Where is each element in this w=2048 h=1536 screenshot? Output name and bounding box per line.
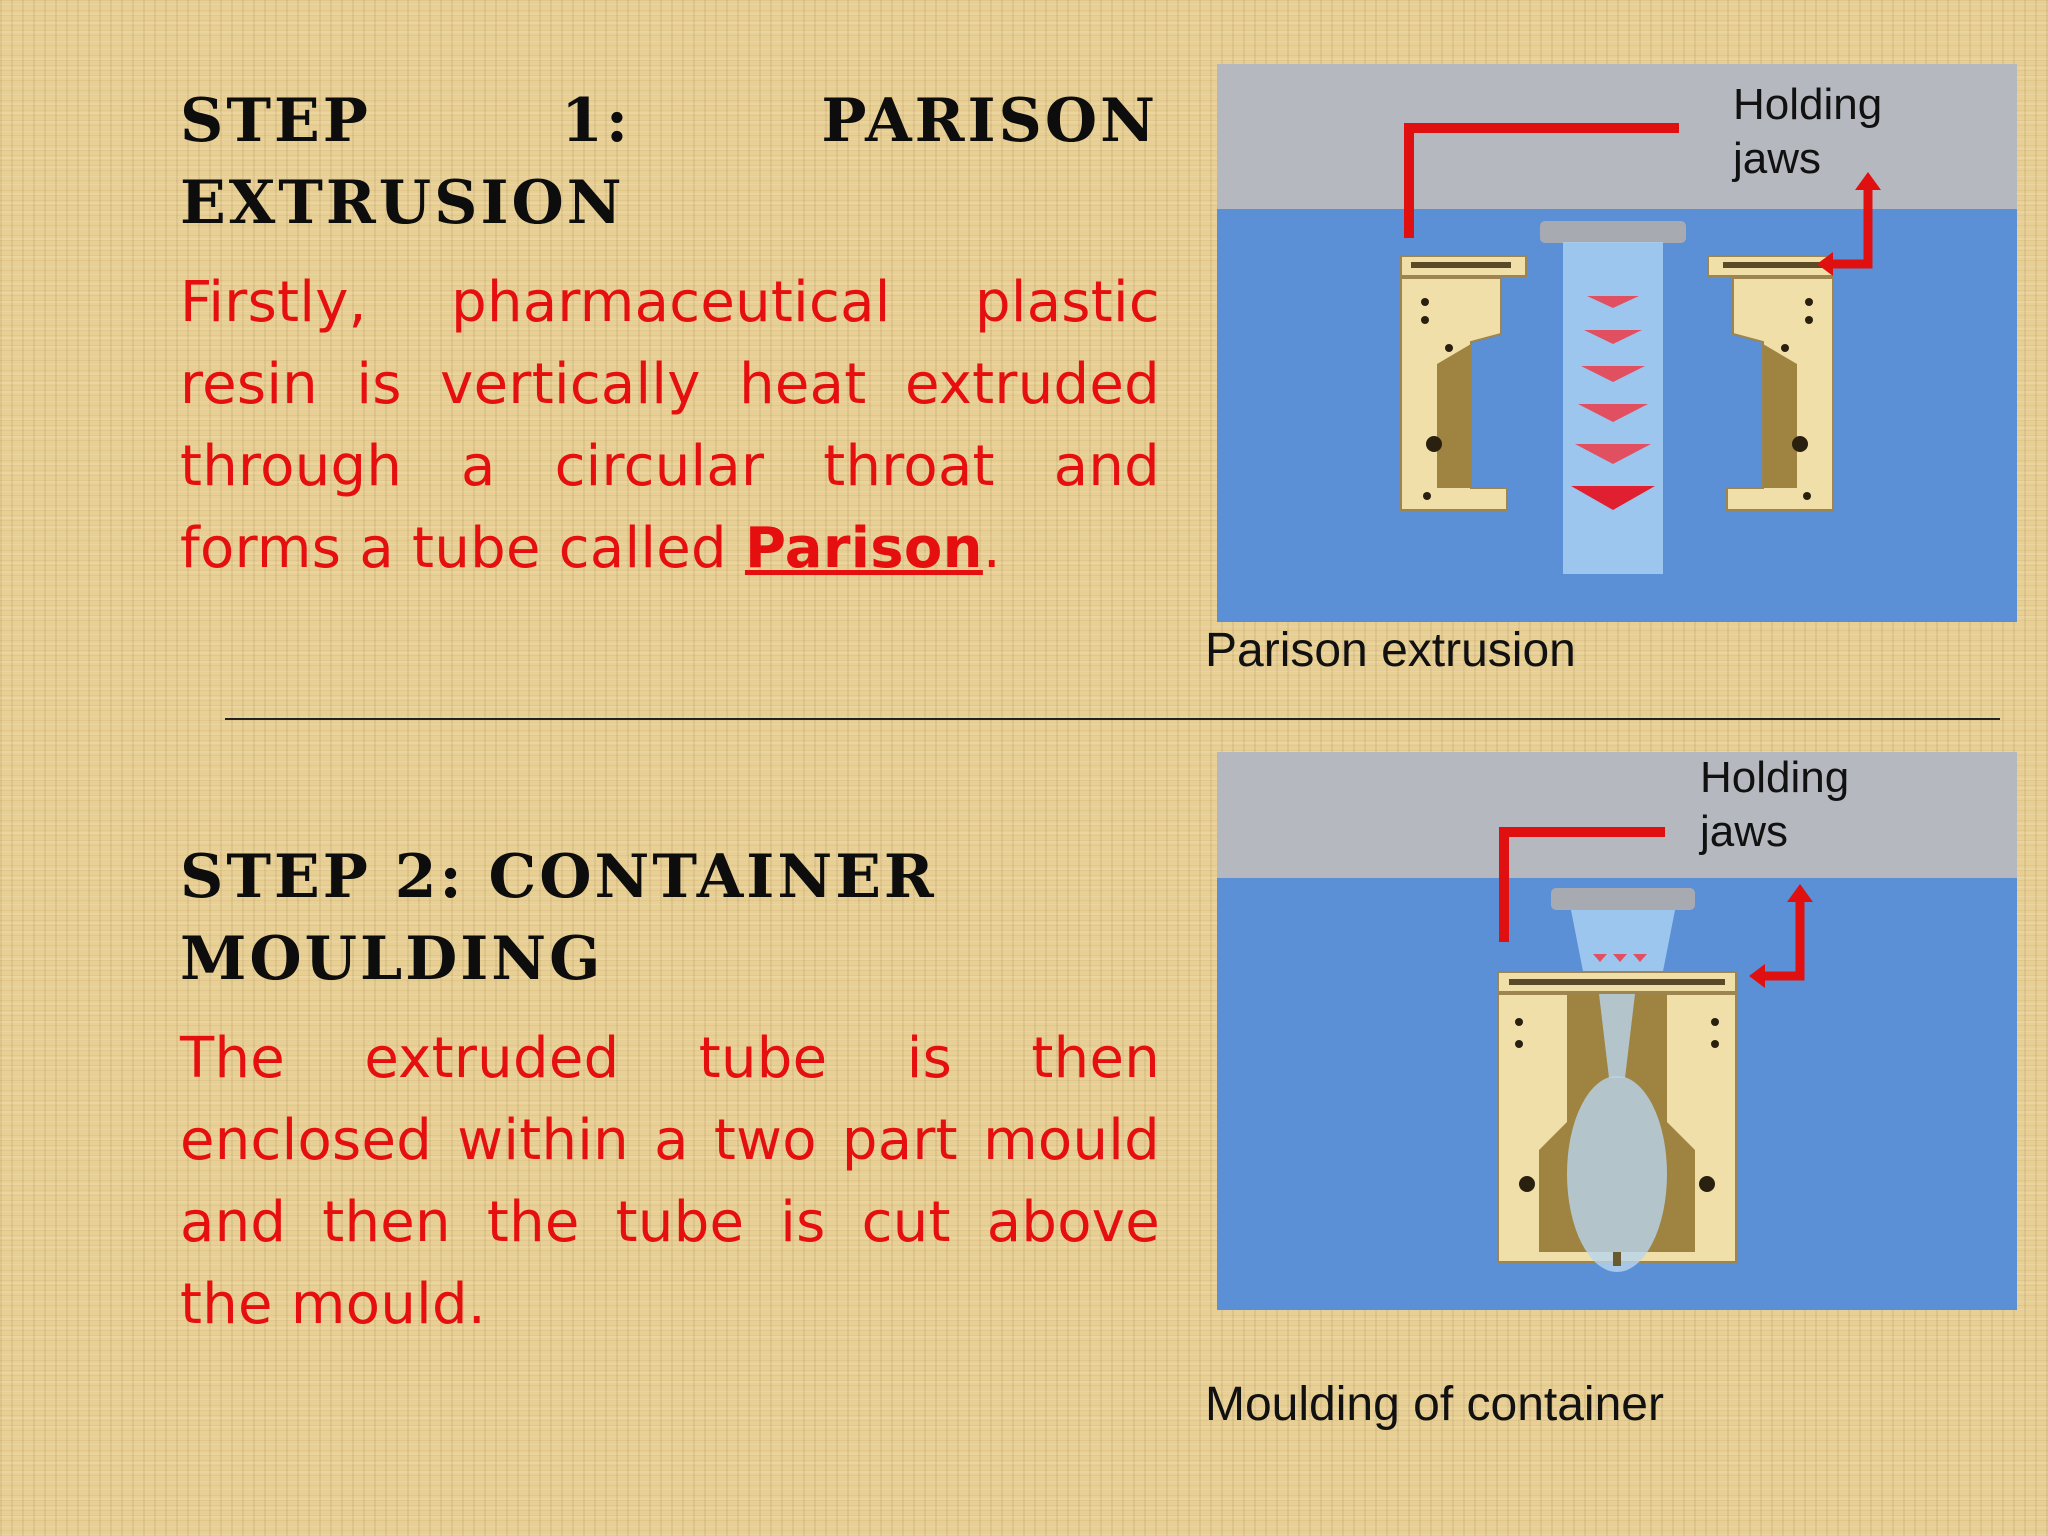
left-mould-half: [1400, 255, 1527, 511]
step2-description: The extruded tube is then enclosed withi…: [180, 1026, 1160, 1337]
holding-jaws-label: Holding jaws: [1733, 78, 1882, 186]
step1-body-end: .: [982, 516, 1001, 581]
step1-heading: Step 1: Parison Extrusion: [180, 86, 1158, 238]
step2-heading: Step 2: Container Moulding: [180, 842, 937, 994]
label-line: Holding: [1733, 80, 1883, 129]
parison-extrusion-diagram: [1217, 64, 2017, 622]
arrow-head-up: [1787, 884, 1813, 902]
label-line: jaws: [1733, 134, 1822, 183]
flow-arrows: [1593, 954, 1647, 962]
holding-jaws-pointer: [1404, 123, 1679, 238]
container-moulding-diagram: [1217, 752, 2017, 1310]
extrusion-head: [1551, 888, 1695, 910]
section-divider: [225, 718, 2000, 720]
label-line: jaws: [1700, 807, 1789, 856]
machine-housing: [1217, 64, 2017, 209]
extrusion-head: [1540, 221, 1686, 243]
arrow-head-left: [1817, 252, 1833, 276]
jaw-motion-arrow: [1829, 186, 1873, 269]
jaw-motion-arrow: [1761, 898, 1805, 981]
label-line: Holding: [1700, 753, 1850, 802]
arrow-head-left: [1749, 964, 1765, 988]
step1-body-text: Firstly, pharmaceutical plastic resin is…: [180, 270, 1160, 581]
container-moulding-figure: [1217, 752, 2017, 1310]
right-mould-half: [1707, 255, 1834, 511]
parison-extrusion-figure: [1217, 64, 2017, 622]
arrow-head-up: [1855, 172, 1881, 190]
closed-mould: [1497, 971, 1737, 1272]
step1-description: Firstly, pharmaceutical plastic resin is…: [180, 262, 1160, 590]
machine-housing: [1217, 752, 2017, 878]
parison-term: Parison: [744, 516, 983, 581]
flow-arrows: [1571, 296, 1655, 510]
figure1-caption: Parison extrusion: [1205, 624, 1576, 677]
holding-jaws-pointer: [1499, 827, 1665, 942]
figure2-caption: Moulding of container: [1205, 1378, 1664, 1431]
holding-jaws-label: Holding jaws: [1700, 751, 1849, 859]
